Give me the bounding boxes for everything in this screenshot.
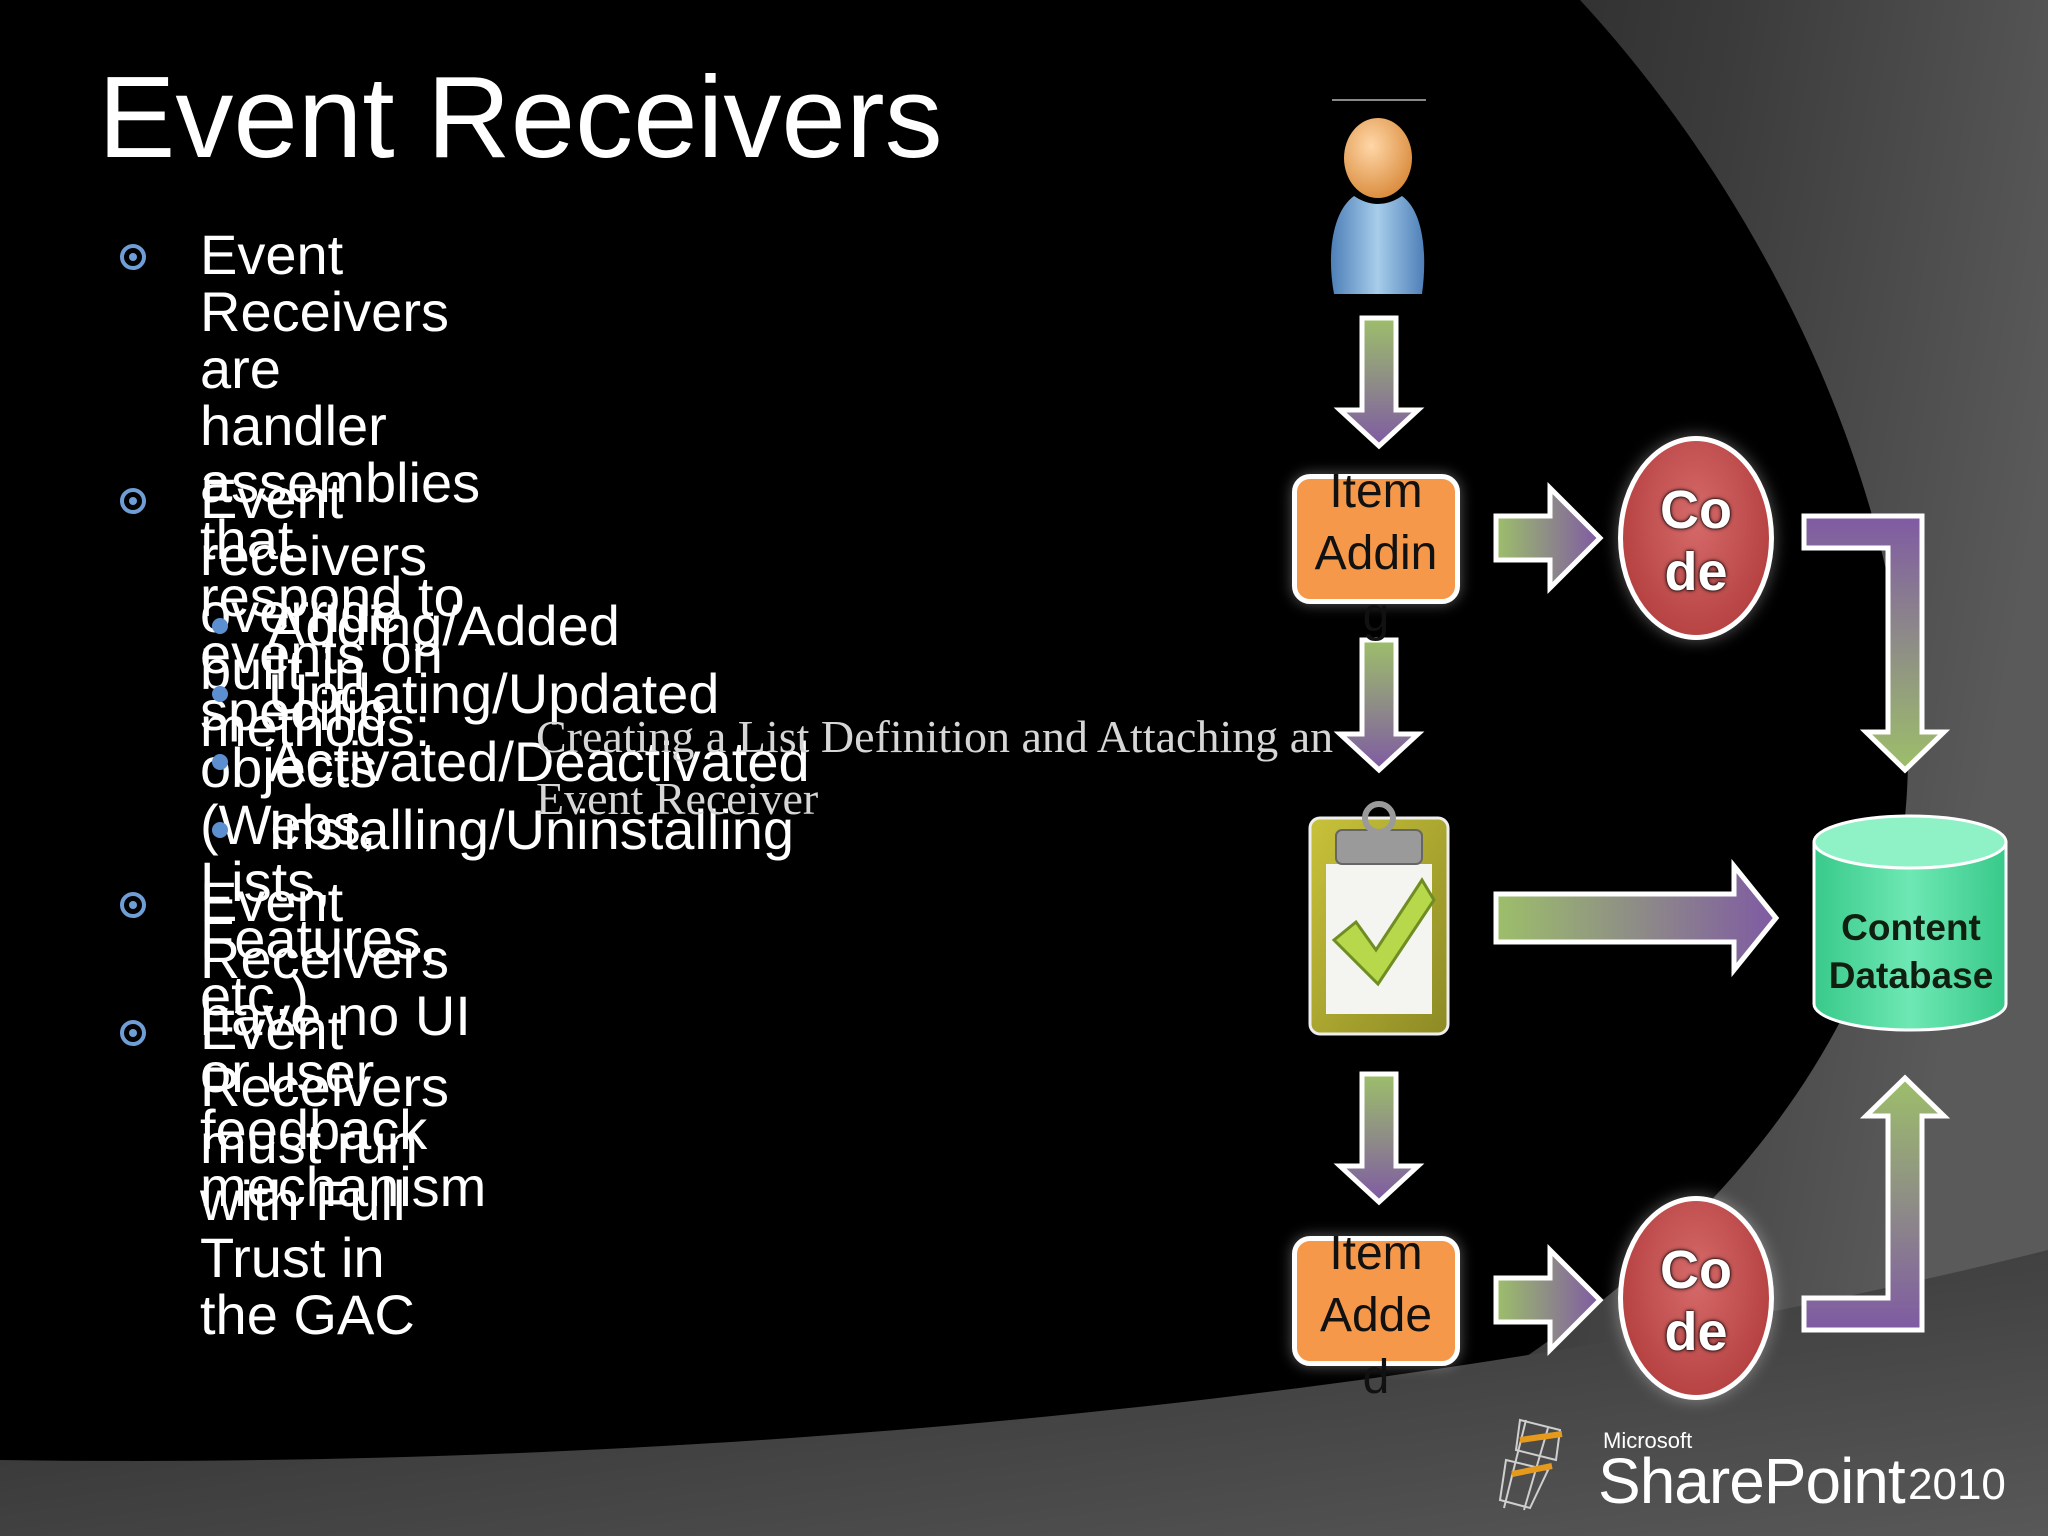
slide-title: Event Receivers [98,52,943,182]
sub-bullet-dot [212,754,228,770]
sub-bullet-dot [212,618,228,634]
arrow-down-2 [1333,637,1425,774]
sharepoint-logo-mark [1498,1418,1563,1511]
database-icon [1812,814,2008,1032]
brand-company: Microsoft [1603,1428,1693,1453]
brand-product: SharePoint [1598,1445,1906,1517]
arrow-down-1 [1333,315,1425,450]
bullet-icon [120,488,146,514]
arrow-right-code-2 [1493,1243,1604,1357]
bullet-item: Event receivers override built-in method… [200,467,431,758]
sub-bullet-item: Updating/Updated [268,662,720,725]
arrow-down-3 [1333,1071,1425,1206]
bullet-icon [120,244,146,270]
sub-bullet-item: Installing/Uninstalling [268,798,795,861]
arrow-right-code-1 [1493,481,1604,595]
bullet-icon [120,892,146,918]
bullet-item: Event Receivers have no UI or user feedb… [200,870,487,1218]
overlay-caption: Creating a List Definition and Attaching… [536,711,1334,824]
user-icon [1330,118,1425,294]
elbow-arrow-up [1801,1074,1951,1333]
arrow-right-database [1493,858,1780,978]
code-circle-top: Code [1618,436,1774,640]
bullet-item: Event Receivers are handler assemblies t… [200,223,481,1027]
sub-bullet-item: Adding/Added [268,594,620,657]
elbow-arrow-down [1801,513,1951,774]
sub-bullet-dot [212,822,228,838]
item-added-box: Item Added [1292,1227,1460,1404]
bullet-icon [120,1020,146,1046]
sub-bullet-item: Activated/Deactivated [268,730,810,793]
sub-bullet-dot [212,686,228,702]
code-circle-bottom: Code [1618,1196,1774,1400]
bullet-item: Event Receivers must run with Full Trust… [200,998,449,1346]
brand-version: 2010 [1908,1460,2006,1509]
clipboard-check-icon [1308,801,1450,1036]
item-adding-box: Item Adding [1292,465,1460,642]
database-label: Content Database [1828,907,1994,996]
